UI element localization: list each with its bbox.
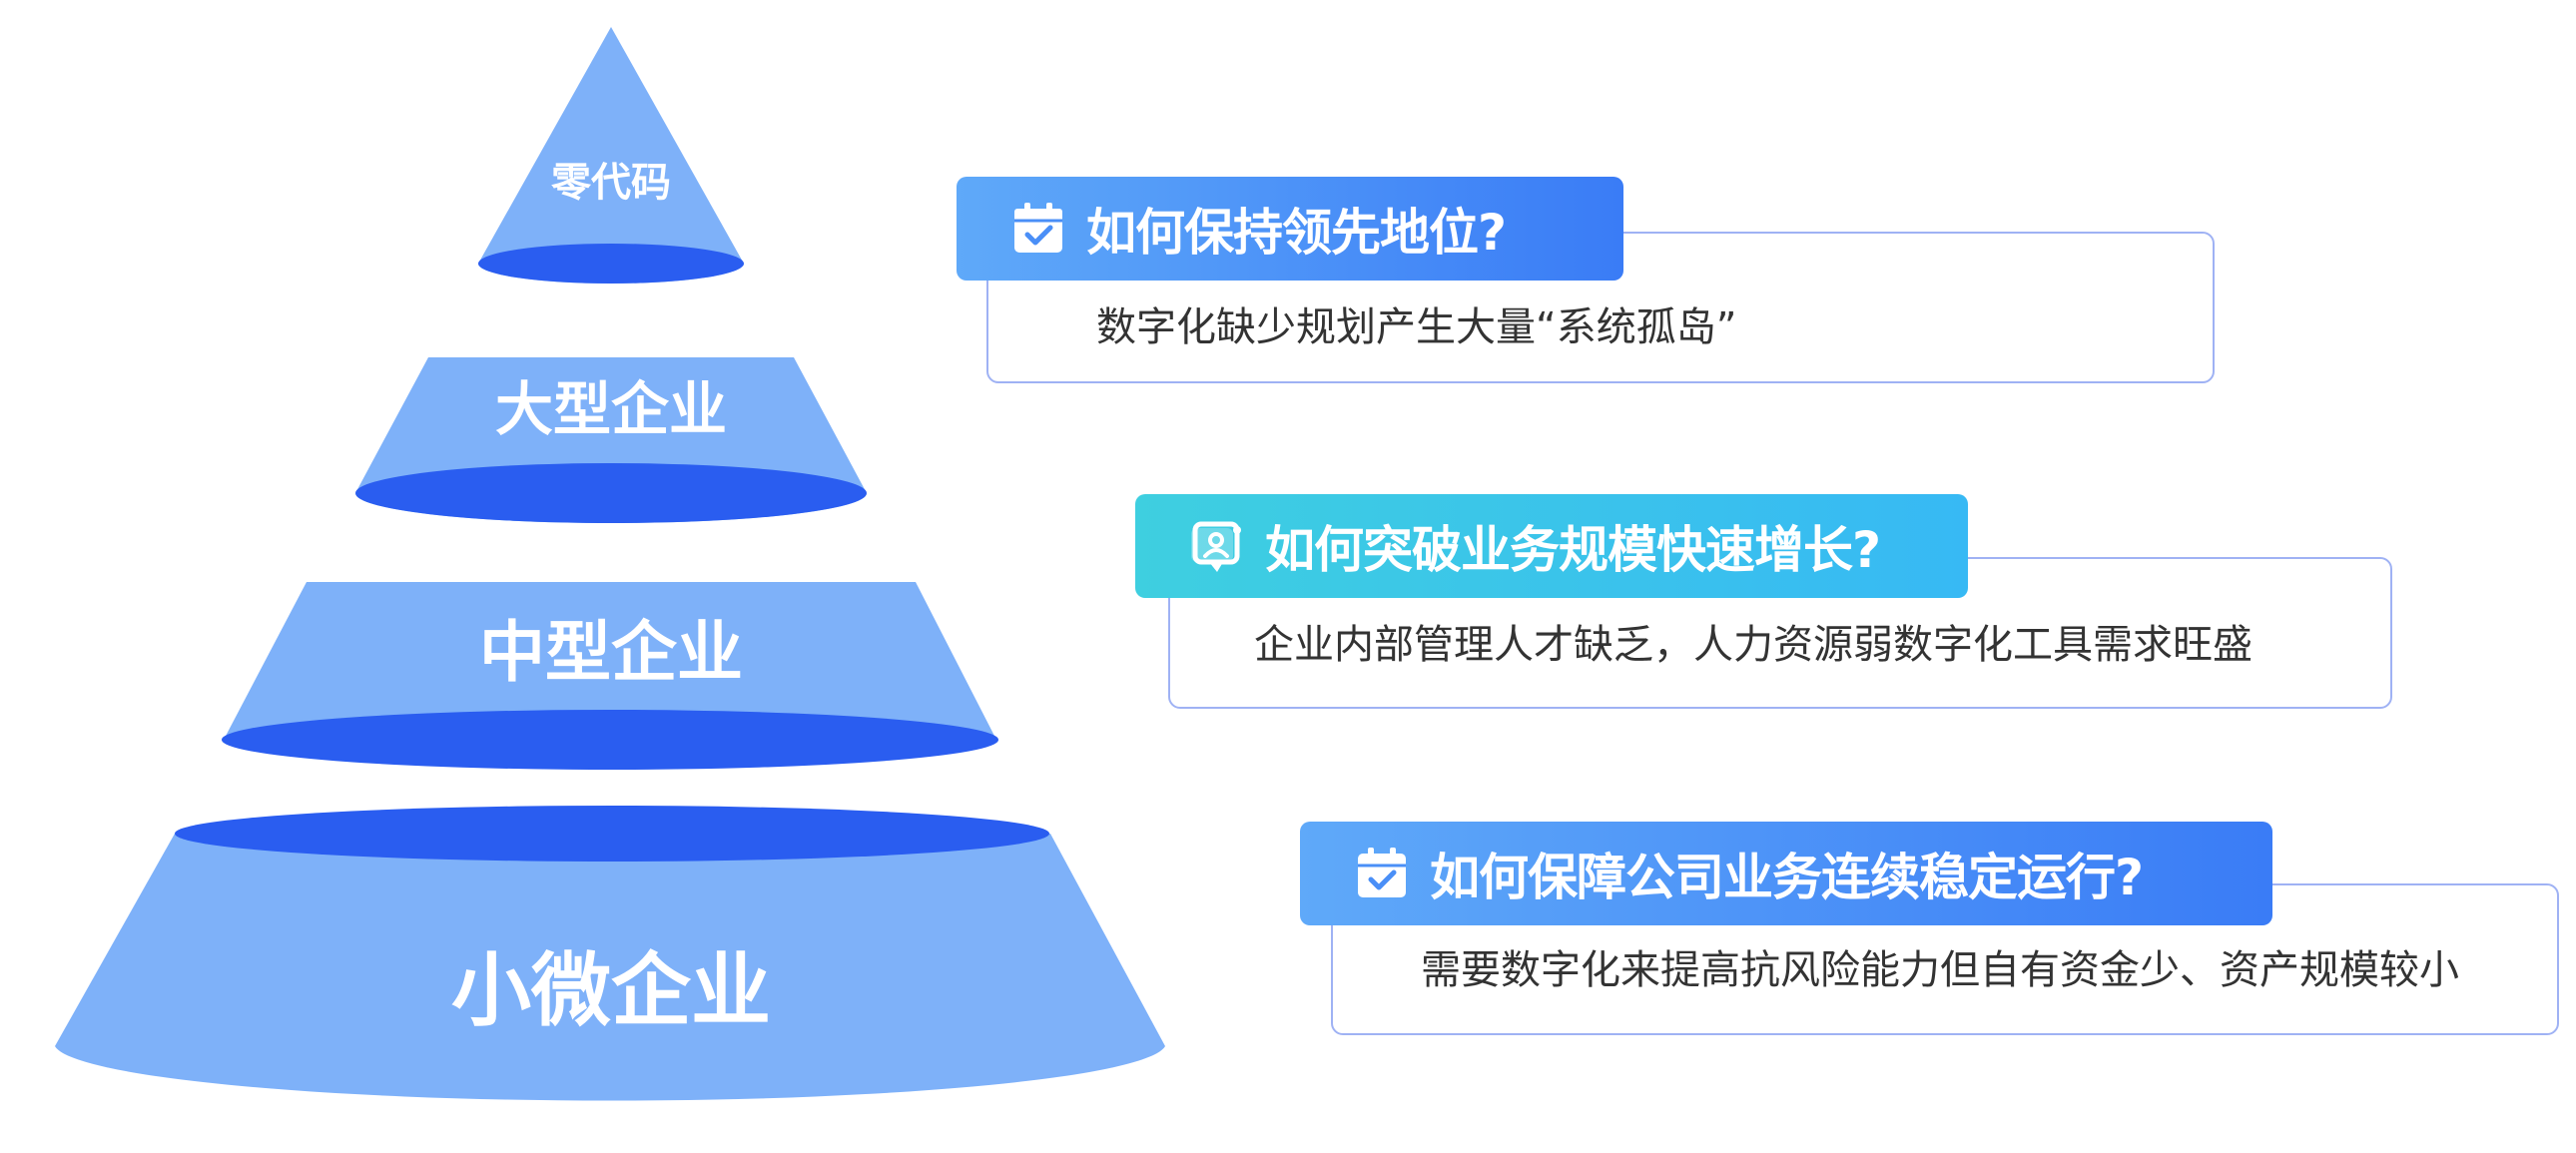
pyramid-tier-2: 大型企业 xyxy=(355,357,867,523)
user-chat-icon xyxy=(1191,521,1241,572)
tier-4-body xyxy=(55,834,1165,1101)
tier-3-label: 中型企业 xyxy=(479,614,743,691)
pyramid-tier-1: 零代码 xyxy=(478,27,744,284)
tier-2-label: 大型企业 xyxy=(495,375,727,443)
tier-1-body xyxy=(478,27,744,284)
calendar-check-icon xyxy=(1358,848,1406,897)
card-1-header: 如何保持领先地位? xyxy=(957,177,1623,281)
card-2-header: 如何突破业务规模快速增长? xyxy=(1135,494,1968,598)
tier-4-rim xyxy=(175,806,1049,862)
card-1-description: 数字化缺少规划产生大量“系统孤岛” xyxy=(1096,304,1737,350)
tier-2-rim xyxy=(355,463,867,523)
card-1-title: 如何保持领先地位? xyxy=(1086,204,1507,262)
card-3-description: 需要数字化来提高抗风险能力但自有资金少、资产规模较小 xyxy=(1421,947,2459,993)
pyramid-tier-4: 小微企业 xyxy=(55,806,1165,1101)
card-2-title: 如何突破业务规模快速增长? xyxy=(1265,521,1881,579)
tier-1-rim xyxy=(478,244,744,284)
calendar-check-icon xyxy=(1014,203,1062,253)
tier-3-rim xyxy=(222,710,998,770)
card-3-title: 如何保障公司业务连续稳定运行? xyxy=(1430,849,2144,906)
pyramid-tier-3: 中型企业 xyxy=(222,582,998,770)
card-2-description: 企业内部管理人才缺乏，人力资源弱数字化工具需求旺盛 xyxy=(1254,622,2253,668)
pyramid-diagram: 零代码 大型企业 中型企业 小微企业 xyxy=(55,27,1165,1101)
tier-4-label: 小微企业 xyxy=(451,944,771,1037)
card-3-header: 如何保障公司业务连续稳定运行? xyxy=(1300,822,2272,925)
tier-1-label: 零代码 xyxy=(551,160,671,206)
